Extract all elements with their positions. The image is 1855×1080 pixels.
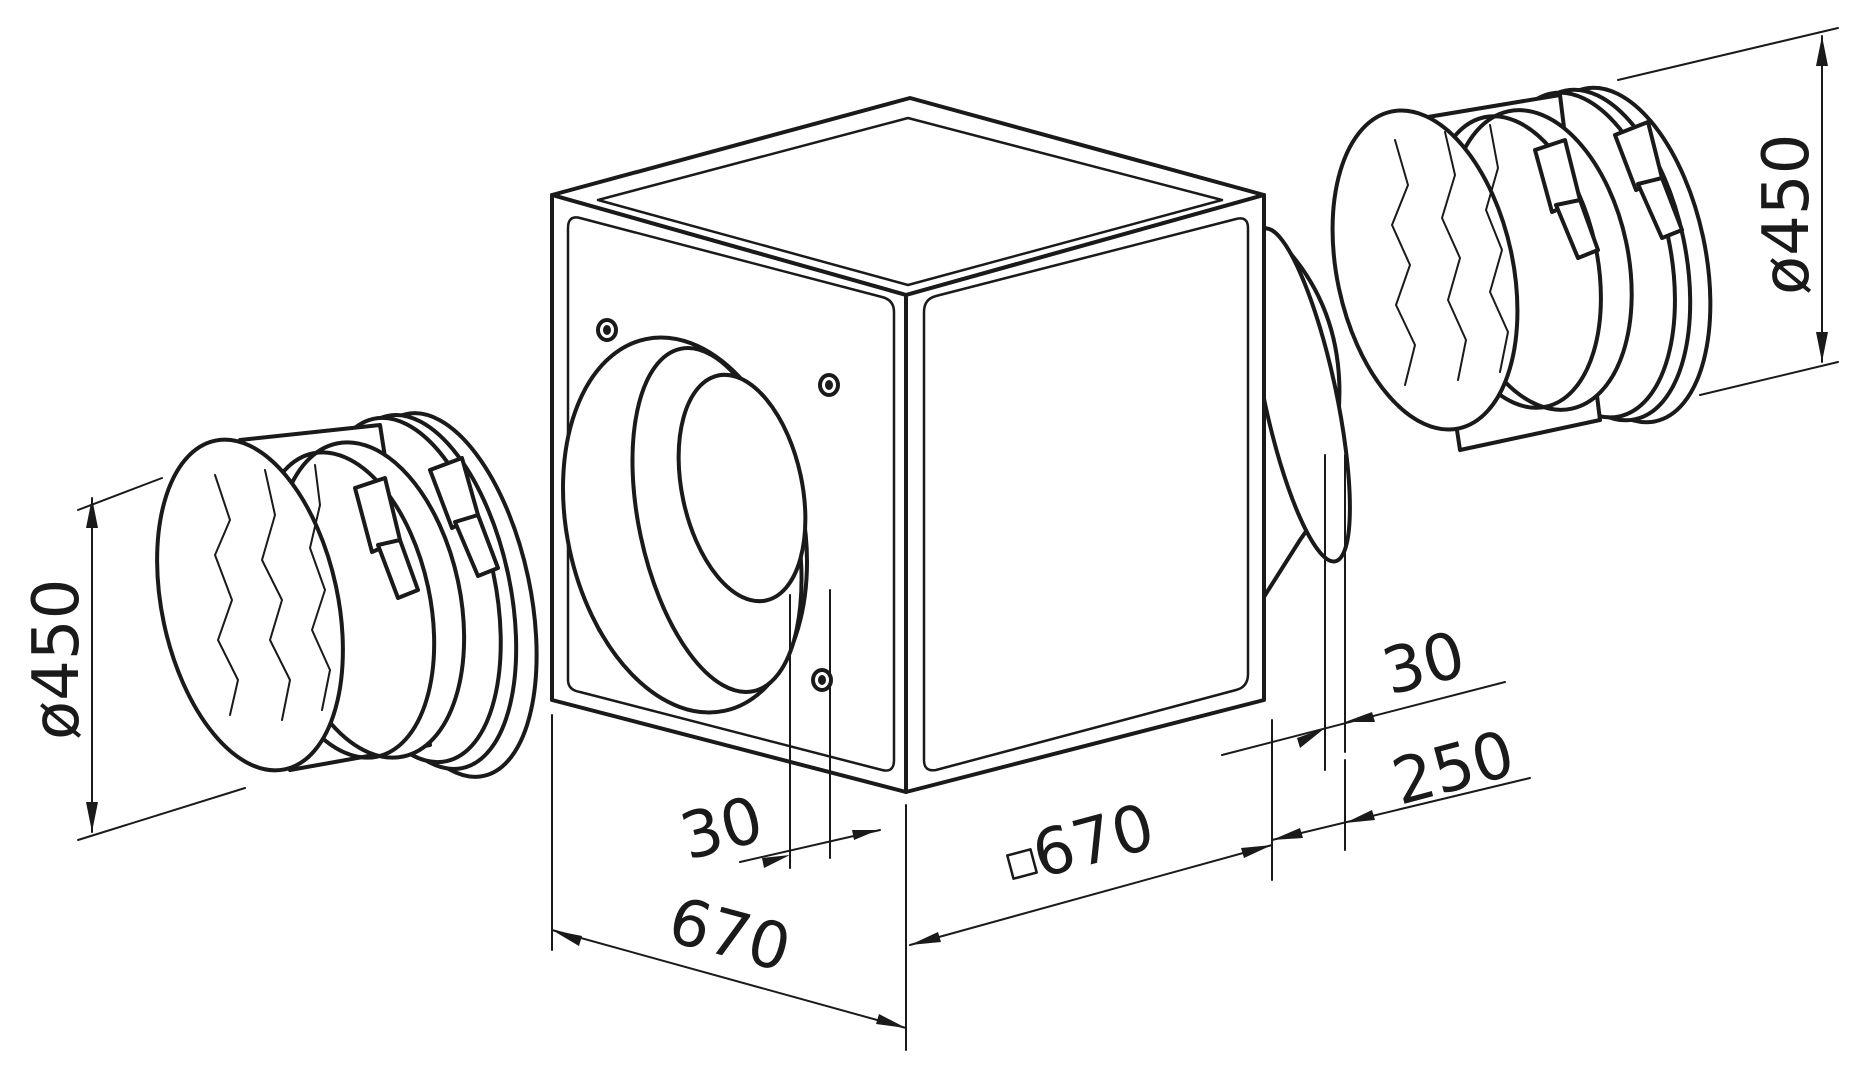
front-duct-spigot (561, 335, 809, 715)
dim-back-flange-label: 30 (1375, 618, 1473, 711)
dim-left-diameter: ø450 (20, 477, 246, 841)
left-hose-clamp-2 (428, 456, 500, 578)
dim-box-width: 670 (551, 714, 907, 1051)
dim-front-flange-label: 30 (673, 783, 771, 876)
left-flex-connector (155, 411, 539, 779)
right-hose-clamp-1 (1533, 138, 1600, 260)
box-side-face (904, 193, 1266, 794)
box-side-panel (922, 217, 1250, 772)
screw-top-left (596, 318, 618, 342)
box-front-panel (566, 216, 896, 772)
dim-right-diameter-label: ø450 (1750, 134, 1824, 295)
square-symbol-icon (1006, 848, 1038, 880)
left-hose-clamp-1 (353, 476, 420, 600)
screw-top-right (818, 373, 840, 397)
right-flex-connector (1330, 85, 1713, 452)
dim-back-depth-label: 250 (1385, 717, 1522, 820)
dim-box-side-label: 670 (1025, 790, 1162, 893)
dim-right-diameter: ø450 (1617, 27, 1839, 396)
fan-box (550, 96, 1266, 794)
dim-box-width-label: 670 (661, 884, 798, 987)
box-top-panel (596, 116, 1224, 287)
dim-left-diameter-label: ø450 (20, 579, 94, 740)
right-hose-clamp-2 (1613, 120, 1684, 240)
